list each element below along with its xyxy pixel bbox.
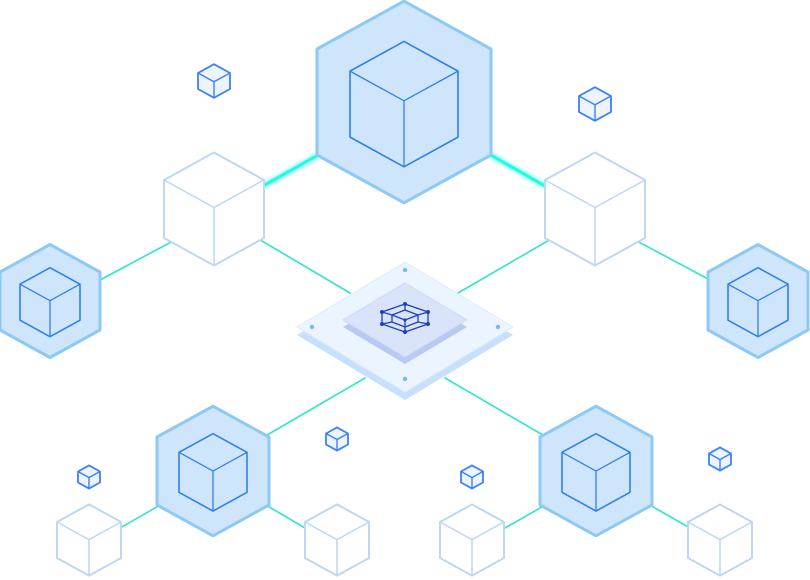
outline-cube xyxy=(544,151,646,267)
network-cube-icon xyxy=(380,302,430,334)
small-cube-icon xyxy=(325,426,349,452)
solid-cube xyxy=(0,243,102,359)
small-cubes xyxy=(77,63,732,490)
small-cube-icon xyxy=(460,464,484,490)
central-hub xyxy=(296,261,514,400)
outline-cubes xyxy=(56,151,753,577)
small-cube-icon xyxy=(77,464,101,490)
small-cube-icon xyxy=(197,63,231,99)
outline-cube xyxy=(56,503,122,577)
solid-cube xyxy=(155,404,271,538)
small-cube-icon xyxy=(708,446,732,472)
solid-cube xyxy=(315,0,493,205)
small-cube-icon xyxy=(578,86,612,122)
connector-line xyxy=(261,377,366,439)
outline-cube xyxy=(439,503,505,577)
solid-cube xyxy=(706,243,810,359)
outline-cube xyxy=(687,503,753,577)
solid-cube xyxy=(538,404,654,538)
connector-line xyxy=(444,377,549,439)
solid-cubes xyxy=(0,0,810,538)
outline-cube xyxy=(304,503,370,577)
outline-cube xyxy=(163,151,265,267)
